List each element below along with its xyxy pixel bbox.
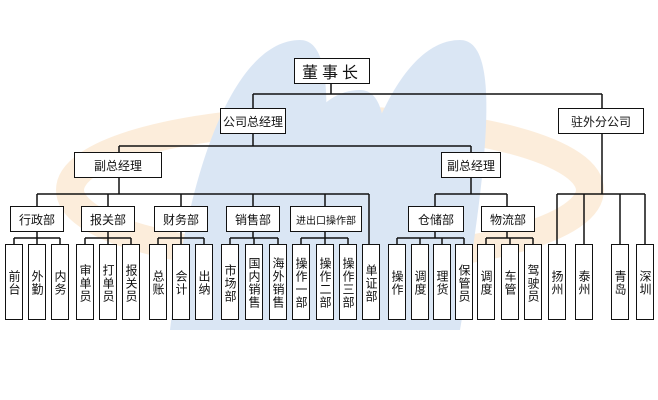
- staff-general-ledger: 总账: [149, 244, 167, 320]
- dept-import-export: 进出口操作部: [290, 206, 362, 232]
- general-manager-box: 公司总经理: [220, 108, 286, 134]
- staff-dispatch: 调度: [477, 244, 495, 320]
- staff-marketing: 市场部: [221, 244, 239, 320]
- staff-driver: 驾驶员: [524, 244, 542, 320]
- staff-operation-3: 操作三部: [339, 244, 357, 320]
- dept-customs: 报关部: [81, 206, 135, 232]
- dept-sales: 销售部: [226, 206, 280, 232]
- staff-cashier: 出纳: [195, 244, 213, 320]
- staff-front-desk: 前台: [5, 244, 23, 320]
- city-taizhou: 泰州: [575, 244, 593, 320]
- city-yangzhou: 扬州: [548, 244, 566, 320]
- staff-tally: 理货: [433, 244, 451, 320]
- staff-customs-clerk: 报关员: [122, 244, 140, 320]
- staff-operation-1: 操作一部: [292, 244, 310, 320]
- staff-fleet: 车管: [501, 244, 519, 320]
- city-qingdao: 青岛: [611, 244, 629, 320]
- staff-operation-2: 操作二部: [316, 244, 334, 320]
- dept-finance: 财务部: [154, 206, 208, 232]
- vice-manager-left-box: 副总经理: [74, 152, 162, 178]
- staff-scheduling: 调度: [411, 244, 429, 320]
- staff-internal: 内务: [51, 244, 69, 320]
- staff-certificate-dept: 单证部: [362, 244, 380, 320]
- staff-keeper: 保管员: [455, 244, 473, 320]
- staff-accounting: 会计: [172, 244, 190, 320]
- chairman-box: 董事长: [294, 58, 370, 84]
- staff-reviewer: 审单员: [76, 244, 94, 320]
- staff-operation: 操作: [388, 244, 406, 320]
- staff-domestic-sales: 国内销售: [245, 244, 263, 320]
- dept-logistics: 物流部: [481, 206, 535, 232]
- dept-admin: 行政部: [10, 206, 64, 232]
- vice-manager-right-box: 副总经理: [441, 152, 501, 178]
- staff-field: 外勤: [28, 244, 46, 320]
- dept-warehouse: 仓储部: [408, 206, 464, 232]
- staff-doc-clerk: 打单员: [99, 244, 117, 320]
- city-shenzhen: 深圳: [636, 244, 654, 320]
- staff-overseas-sales: 海外销售: [269, 244, 287, 320]
- overseas-branch-box: 驻外分公司: [558, 108, 644, 134]
